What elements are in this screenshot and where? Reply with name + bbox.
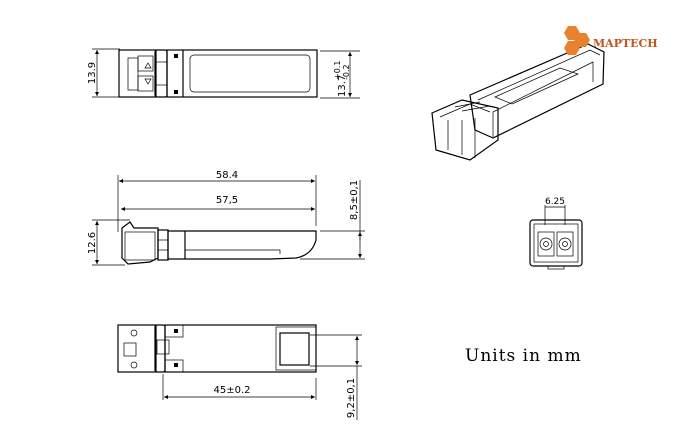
dim-6-25: 6.25 [545, 197, 565, 207]
side-view: 58.4 57,5 12.6 8,5±0,1 [87, 170, 365, 266]
units-note: Units in mm [465, 346, 582, 366]
dim-57-5: 57,5 [216, 195, 238, 206]
isometric-view [431, 43, 605, 161]
top-view: 13.9 13.7 +0.1 -0.2 [87, 48, 360, 99]
tol-minus: -0.2 [342, 64, 351, 80]
dim-13-9: 13.9 [87, 62, 98, 84]
front-view: 6.25 [529, 197, 583, 270]
dim-58-4: 58.4 [216, 170, 238, 181]
dim-45: 45±0.2 [213, 385, 250, 396]
dim-9-2: 9,2±0,1 [346, 378, 357, 418]
maptech-logo: MAPTECH [564, 26, 658, 55]
dim-12-6: 12.6 [87, 232, 98, 254]
tol-plus: +0.1 [333, 61, 342, 80]
bottom-view: 45±0.2 9,2±0,1 [117, 324, 362, 420]
dim-8-5: 8,5±0,1 [349, 180, 360, 220]
dim-13-7: 13.7 [337, 75, 348, 97]
logo-text: MAPTECH [593, 37, 658, 50]
